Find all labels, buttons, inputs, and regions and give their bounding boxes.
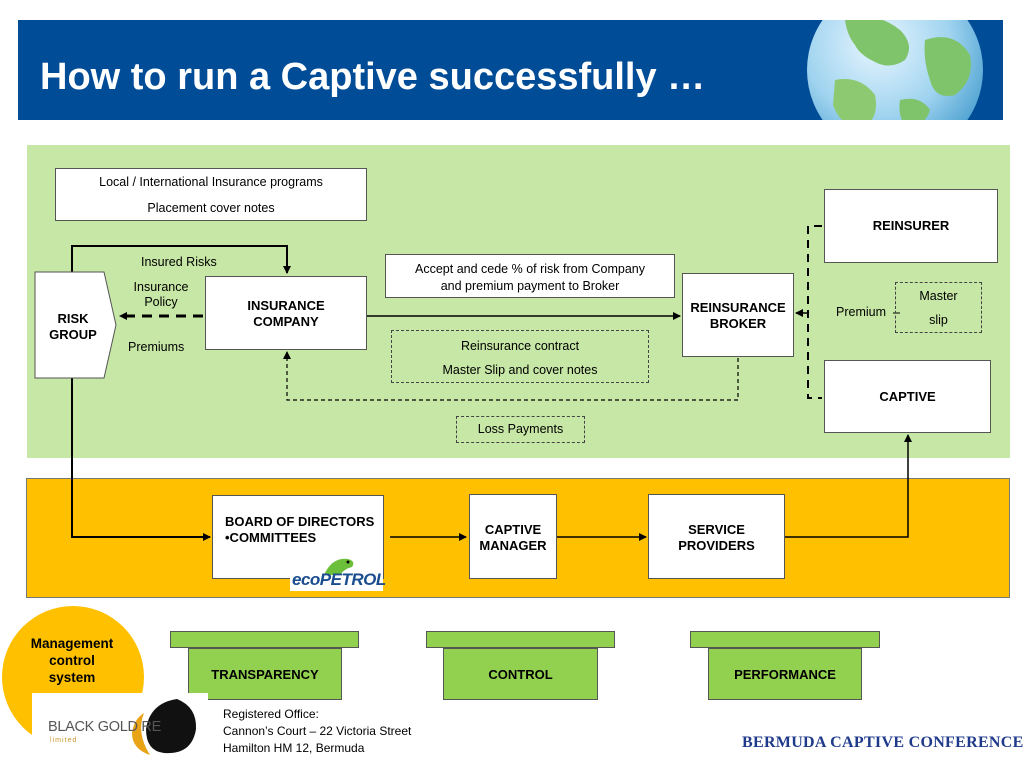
risk-group-line2: GROUP	[49, 327, 97, 342]
management-line1: Management	[30, 636, 114, 651]
control-pillar-top	[426, 631, 615, 648]
reinsurance-broker-box: REINSURANCE BROKER	[682, 273, 794, 357]
accept-cede-line2: and premium payment to Broker	[440, 279, 620, 293]
master-slip-line2: slip	[929, 313, 948, 327]
reinsurance-broker-line2: BROKER	[709, 316, 767, 331]
risk-group-shape	[34, 271, 117, 379]
registered-office-address: Registered Office: Cannon’s Court – 22 V…	[223, 706, 411, 757]
performance-pillar: PERFORMANCE	[708, 648, 862, 700]
insurance-policy-line1: Insurance	[133, 280, 189, 294]
reinsurance-contract-box: Reinsurance contract Master Slip and cov…	[391, 330, 649, 383]
globe-icon	[807, 20, 983, 120]
premiums-label: Premiums	[128, 340, 185, 354]
management-control-label: Management control system	[20, 635, 124, 686]
captive-manager-line1: CAPTIVE	[484, 522, 542, 537]
accept-cede-box: Accept and cede % of risk from Company a…	[385, 254, 675, 298]
logo-subtext: limited	[50, 737, 78, 744]
address-line2: Cannon’s Court – 22 Victoria Street	[223, 724, 412, 738]
black-gold-drop-icon	[132, 699, 197, 755]
management-line2: control	[49, 653, 95, 668]
board-line1: BOARD OF DIRECTORS	[225, 514, 375, 529]
ecopetrol-logo-text: ecoPETROL	[292, 570, 386, 589]
page-title: How to run a Captive successfully …	[40, 56, 706, 98]
insured-risks-label: Insured Risks	[141, 255, 217, 269]
iguana-icon	[324, 558, 354, 575]
insurance-policy-line2: Policy	[144, 295, 178, 309]
transparency-pillar: TRANSPARENCY	[188, 648, 342, 700]
insurance-programs-box: Local / International Insurance programs…	[55, 168, 367, 221]
captive-box: CAPTIVE	[824, 360, 991, 433]
reinsurance-contract-line1: Reinsurance contract	[460, 339, 580, 353]
loss-payments-box: Loss Payments	[456, 416, 585, 443]
address-line1: Registered Office:	[223, 707, 319, 721]
insurance-policy-label: Insurance Policy	[124, 280, 198, 310]
transparency-pillar-top	[170, 631, 359, 648]
programs-line2: Placement cover notes	[147, 201, 275, 215]
logo-text: BLACK GOLD RE	[48, 719, 161, 735]
board-line2: •COMMITTEES	[225, 530, 317, 545]
accept-cede-line1: Accept and cede % of risk from Company	[415, 262, 645, 276]
master-slip-line1: Master	[919, 289, 958, 303]
performance-pillar-top	[690, 631, 880, 648]
programs-line1: Local / International Insurance programs	[99, 175, 323, 189]
insurance-company-box: INSURANCE COMPANY	[205, 276, 367, 350]
insurance-company-line2: COMPANY	[253, 314, 319, 329]
black-gold-re-logo: BLACK GOLD RE limited	[32, 693, 208, 759]
reinsurance-contract-line2: Master Slip and cover notes	[442, 363, 598, 377]
master-slip-box: Master slip	[895, 282, 982, 333]
captive-manager-box: CAPTIVE MANAGER	[469, 494, 557, 579]
service-providers-line2: PROVIDERS	[678, 538, 755, 553]
risk-group-line1: RISK	[57, 311, 89, 326]
header-banner: How to run a Captive successfully …	[18, 20, 1003, 120]
ecopetrol-logo: ecoPETROL	[290, 553, 386, 591]
captive-manager-line2: MANAGER	[479, 538, 547, 553]
management-line3: system	[48, 670, 96, 685]
reinsurance-broker-line1: REINSURANCE	[690, 300, 786, 315]
service-providers-box: SERVICE PROVIDERS	[648, 494, 785, 579]
insurance-company-line1: INSURANCE	[247, 298, 325, 313]
reinsurer-box: REINSURER	[824, 189, 998, 263]
address-line3: Hamilton HM 12, Bermuda	[223, 741, 365, 755]
service-providers-line1: SERVICE	[688, 522, 745, 537]
premium-label: Premium	[836, 305, 887, 319]
control-pillar: CONTROL	[443, 648, 598, 700]
risk-group-label: RISK GROUP	[34, 311, 112, 343]
bermuda-captive-conference-logo: BERMUDA CAPTIVE CONFERENCE	[742, 734, 1024, 751]
